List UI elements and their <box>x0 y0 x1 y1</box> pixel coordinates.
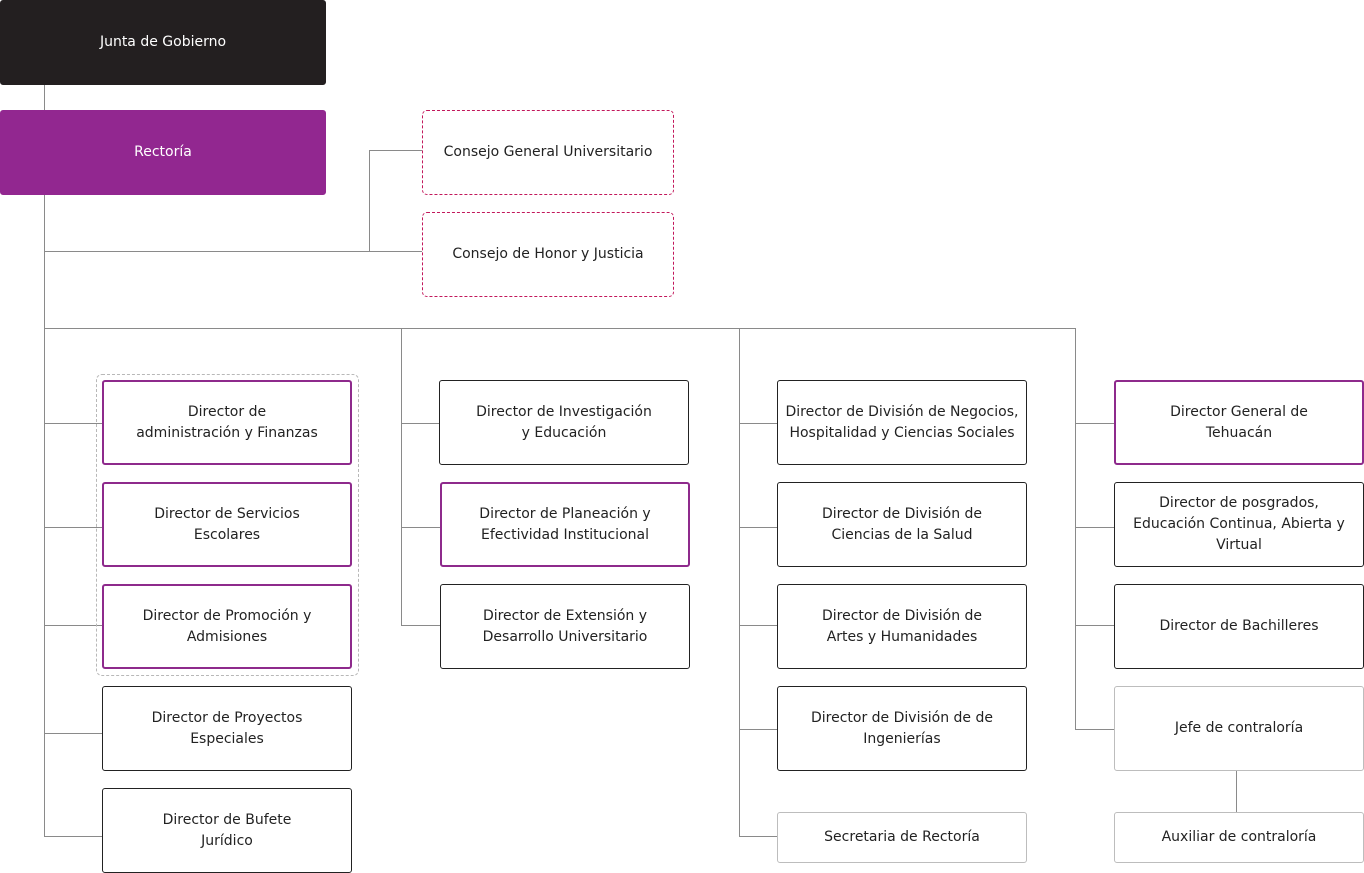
connector-main-horizontal <box>44 328 1076 329</box>
node-director-investigacion-educacion[interactable]: Director de Investigación y Educación <box>439 380 689 465</box>
node-director-proyectos-especiales[interactable]: Director de Proyectos Especiales <box>102 686 352 771</box>
connector-col1-bufete <box>44 836 103 837</box>
node-director-division-negocios[interactable]: Director de División de Negocios, Hospit… <box>777 380 1027 465</box>
connector-consejos-branch <box>44 251 422 252</box>
node-director-planeacion-efectividad[interactable]: Director de Planeación y Efectividad Ins… <box>440 482 690 567</box>
node-consejo-general-universitario[interactable]: Consejo General Universitario <box>422 110 674 195</box>
node-director-administracion-finanzas[interactable]: Director de administración y Finanzas <box>102 380 352 465</box>
connector-col1-admin <box>44 423 103 424</box>
node-director-servicios-escolares[interactable]: Director de Servicios Escolares <box>102 482 352 567</box>
connector-consejos-vertical <box>369 150 370 251</box>
connector-col4-posgrados <box>1075 527 1115 528</box>
node-director-bufete-juridico[interactable]: Director de Bufete Jurídico <box>102 788 352 873</box>
connector-col3-secretaria <box>739 836 778 837</box>
node-director-division-artes[interactable]: Director de División de Artes y Humanida… <box>777 584 1027 669</box>
node-secretaria-rectoria[interactable]: Secretaria de Rectoría <box>777 812 1027 863</box>
node-junta-de-gobierno[interactable]: Junta de Gobierno <box>0 0 326 85</box>
node-rectoria[interactable]: Rectoría <box>0 110 326 195</box>
node-consejo-honor-justicia[interactable]: Consejo de Honor y Justicia <box>422 212 674 297</box>
connector-col2-investigacion <box>401 423 440 424</box>
connector-col1-proyectos <box>44 733 103 734</box>
connector-rectoria-trunk <box>44 194 45 836</box>
connector-col1-servicios <box>44 527 103 528</box>
node-director-extension-desarrollo[interactable]: Director de Extensión y Desarrollo Unive… <box>440 584 690 669</box>
connector-col3-salud <box>739 527 778 528</box>
node-jefe-contraloria[interactable]: Jefe de contraloría <box>1114 686 1364 771</box>
connector-col3-ingenierias <box>739 729 778 730</box>
node-director-promocion-admisiones[interactable]: Director de Promoción y Admisiones <box>102 584 352 669</box>
connector-col3-artes <box>739 625 778 626</box>
admin-group-outline <box>96 374 359 676</box>
connector-col4-bachilleres <box>1075 625 1115 626</box>
node-director-general-tehuacan[interactable]: Director General de Tehuacán <box>1114 380 1364 465</box>
node-director-division-salud[interactable]: Director de División de Ciencias de la S… <box>777 482 1027 567</box>
connector-col2-planeacion <box>401 527 441 528</box>
connector-col3-negocios <box>739 423 778 424</box>
connector-junta-rectoria <box>44 84 45 111</box>
connector-col1-promocion <box>44 625 103 626</box>
node-auxiliar-contraloria[interactable]: Auxiliar de contraloría <box>1114 812 1364 863</box>
connector-contraloria-auxiliar <box>1236 770 1237 812</box>
connector-col2-vertical <box>401 328 402 626</box>
connector-col2-extension <box>401 625 441 626</box>
node-director-posgrados[interactable]: Director de posgrados, Educación Continu… <box>1114 482 1364 567</box>
connector-consejo-general <box>369 150 422 151</box>
connector-col4-tehuacan <box>1075 423 1115 424</box>
connector-col3-vertical <box>739 328 740 837</box>
node-director-bachilleres[interactable]: Director de Bachilleres <box>1114 584 1364 669</box>
node-director-division-ingenierias[interactable]: Director de División de de Ingenierías <box>777 686 1027 771</box>
connector-col4-vertical <box>1075 328 1076 730</box>
connector-col4-contraloria <box>1075 729 1115 730</box>
